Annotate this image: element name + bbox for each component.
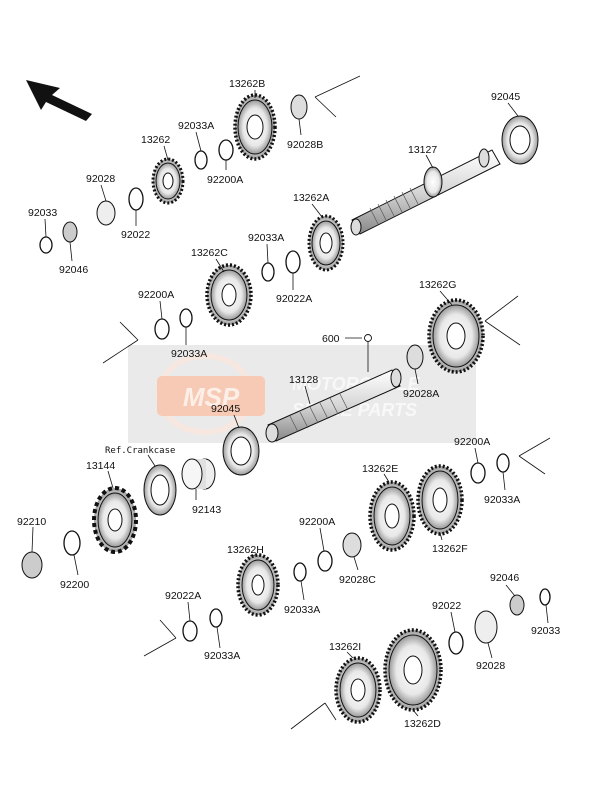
part-labels: 13262B 92033A 92045 13262 92028B 13127 9… bbox=[17, 78, 560, 730]
washer-92022-1 bbox=[128, 187, 144, 211]
label-92022-2: 92022 bbox=[432, 600, 461, 612]
washer-92022A-2 bbox=[182, 620, 198, 642]
label-13127: 13127 bbox=[408, 144, 437, 156]
label-92210: 92210 bbox=[17, 516, 46, 528]
label-13262A: 13262A bbox=[293, 192, 329, 204]
label-92045-upper: 92045 bbox=[491, 91, 520, 103]
label-92200A-1: 92200A bbox=[207, 174, 243, 186]
label-13262E: 13262E bbox=[362, 463, 398, 475]
label-92022A-2: 92022A bbox=[165, 590, 201, 602]
bearing-92045-lower bbox=[222, 426, 260, 476]
label-92200A-2: 92200A bbox=[138, 289, 174, 301]
label-92046-upper: 92046 bbox=[59, 264, 88, 276]
gear-13262A bbox=[307, 214, 345, 272]
input-shaft bbox=[350, 148, 501, 236]
gear-13262 bbox=[151, 157, 185, 205]
label-600: 600 bbox=[322, 333, 340, 345]
needle-bearing-92046-upper bbox=[62, 221, 78, 243]
nut-92210 bbox=[21, 551, 43, 579]
label-92028-upper: 92028 bbox=[86, 173, 115, 185]
circlip-92033A-5 bbox=[293, 562, 307, 582]
label-92143: 92143 bbox=[192, 504, 221, 516]
label-92028-lower: 92028 bbox=[476, 660, 505, 672]
label-92022A-1: 92022A bbox=[276, 293, 312, 305]
label-13262I: 13262I bbox=[329, 641, 361, 653]
circlip-92033A-2 bbox=[261, 262, 275, 282]
washer-92200A-3 bbox=[470, 462, 486, 484]
label-92033A-6: 92033A bbox=[204, 650, 240, 662]
gear-13262E bbox=[368, 480, 416, 552]
label-92033A-3: 92033A bbox=[171, 348, 207, 360]
circlip-92033-2 bbox=[539, 588, 551, 606]
gear-13262G bbox=[427, 298, 485, 374]
washer-92200 bbox=[63, 530, 81, 556]
washer-92022A-1 bbox=[285, 250, 301, 274]
gear-13262F bbox=[416, 464, 464, 536]
front-arrow-icon bbox=[26, 80, 92, 121]
output-shaft bbox=[265, 368, 402, 443]
circlip-92033A-4 bbox=[496, 453, 510, 473]
label-92033-2: 92033 bbox=[531, 625, 560, 637]
label-13262H: 13262H bbox=[227, 544, 264, 556]
label-13262: 13262 bbox=[141, 134, 170, 146]
watermark-logo-box bbox=[157, 376, 265, 416]
label-92046-lower: 92046 bbox=[490, 572, 519, 584]
label-92200A-3: 92200A bbox=[454, 436, 490, 448]
assembly-marker bbox=[364, 334, 372, 342]
label-92033-1: 92033 bbox=[28, 207, 57, 219]
gear-13262I bbox=[334, 656, 382, 724]
needle-bearing-92046-lower bbox=[509, 594, 525, 616]
label-92022-1: 92022 bbox=[121, 229, 150, 241]
circlip-92033A-1 bbox=[194, 150, 208, 170]
washer-92200A-4 bbox=[317, 550, 333, 572]
gear-13262B bbox=[233, 93, 277, 161]
gear-13262H bbox=[236, 553, 280, 617]
label-92028C: 92028C bbox=[339, 574, 376, 586]
label-92033A-5: 92033A bbox=[284, 604, 320, 616]
collar-92143 bbox=[181, 458, 216, 490]
sprocket-13144 bbox=[92, 486, 138, 554]
gear-13262C bbox=[205, 263, 253, 327]
label-92028A: 92028A bbox=[403, 388, 439, 400]
label-92033A-1: 92033A bbox=[178, 120, 214, 132]
oil-seal-crankcase bbox=[143, 464, 177, 516]
needle-bearing-92028C bbox=[342, 532, 362, 558]
needle-bearing-92028A bbox=[406, 344, 424, 370]
label-13262C: 13262C bbox=[191, 247, 228, 259]
label-92045-lower: 92045 bbox=[211, 403, 240, 415]
washer-92200A-2 bbox=[154, 318, 170, 340]
washer-92200A-1 bbox=[218, 139, 234, 161]
label-13144: 13144 bbox=[86, 460, 115, 472]
label-13262G: 13262G bbox=[419, 279, 456, 291]
label-13262F: 13262F bbox=[432, 543, 468, 555]
label-13262D: 13262D bbox=[404, 718, 441, 730]
label-13128: 13128 bbox=[289, 374, 318, 386]
label-92028B: 92028B bbox=[287, 139, 323, 151]
leader-lines bbox=[31, 75, 551, 730]
gear-13262D bbox=[383, 628, 443, 712]
needle-bearing-92028B bbox=[290, 94, 308, 120]
watermark-logo-text: MSP bbox=[183, 382, 240, 412]
bushing-92028-upper bbox=[96, 200, 116, 226]
circlip-92033A-3 bbox=[179, 308, 193, 328]
circlip-92033A-6 bbox=[209, 608, 223, 628]
label-92033A-4: 92033A bbox=[484, 494, 520, 506]
label-92200A-4: 92200A bbox=[299, 516, 335, 528]
reference-note: Ref.Crankcase bbox=[105, 446, 175, 456]
bearing-92045-upper bbox=[501, 115, 539, 165]
bushing-92028-lower bbox=[474, 610, 498, 644]
label-13262B: 13262B bbox=[229, 78, 265, 90]
label-92033A-2: 92033A bbox=[248, 232, 284, 244]
label-92200: 92200 bbox=[60, 579, 89, 591]
circlip-92033-1 bbox=[39, 236, 53, 254]
washer-92022-2 bbox=[448, 631, 464, 655]
